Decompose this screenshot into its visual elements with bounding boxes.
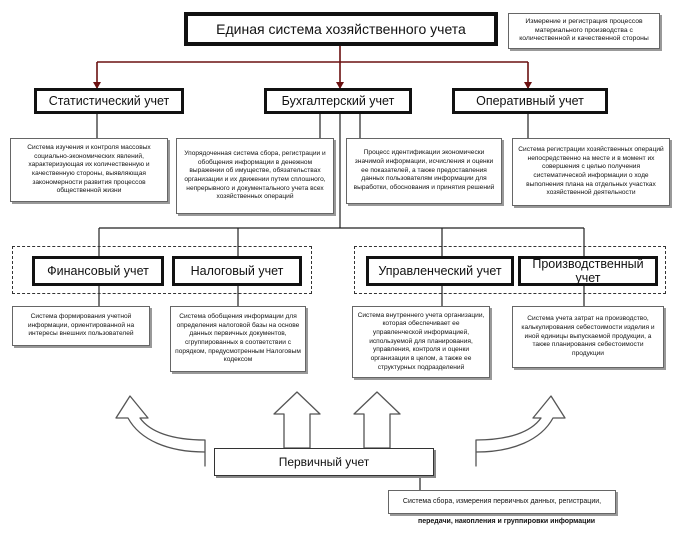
unified-accounting-system-title: Единая система хозяйственного учета: [216, 21, 466, 37]
operational-accounting-description: Система регистрации хозяйственных операц…: [512, 138, 670, 206]
production-accounting-description: Система учета затрат на производство, ка…: [512, 306, 664, 368]
curved-arrow-left-icon: [115, 395, 206, 467]
management-accounting-box: Управленческий учет: [366, 256, 514, 286]
management-accounting-description: Система внутреннего учета организации, к…: [352, 306, 490, 378]
up-arrow-management-icon: [353, 391, 401, 449]
bookkeeping-accounting-description-2: Процесс идентификации экономически значи…: [346, 138, 502, 204]
primary-accounting-caption: передачи, накопления и группировки инфор…: [418, 518, 596, 525]
up-arrow-tax-icon: [273, 391, 321, 449]
tax-accounting-box: Налоговый учет: [172, 256, 302, 286]
operational-accounting-box: Оперативный учет: [452, 88, 608, 114]
unified-accounting-system-box: Единая система хозяйственного учета: [184, 12, 498, 46]
bookkeeping-accounting-description: Упорядоченная система сбора, регистрации…: [176, 138, 334, 214]
statistical-accounting-description: Система изучения и контроля массовых соц…: [10, 138, 168, 202]
financial-tax-group: [12, 246, 312, 294]
primary-accounting-description: Система сбора, измерения первичных данны…: [388, 490, 616, 514]
curved-arrow-right-icon: [475, 395, 566, 467]
statistical-accounting-box: Статистический учет: [34, 88, 184, 114]
production-accounting-box: Производственный учет: [518, 256, 658, 286]
tax-accounting-description: Система обобщения информации для определ…: [170, 306, 306, 372]
unified-system-note: Измерение и регистрация процессов матери…: [508, 13, 660, 49]
financial-accounting-box: Финансовый учет: [32, 256, 164, 286]
financial-accounting-description: Система формирования учетной информации,…: [12, 306, 150, 346]
primary-accounting-box: Первичный учет: [214, 448, 434, 476]
bookkeeping-accounting-box: Бухгалтерский учет: [264, 88, 412, 114]
management-production-group: [354, 246, 666, 294]
